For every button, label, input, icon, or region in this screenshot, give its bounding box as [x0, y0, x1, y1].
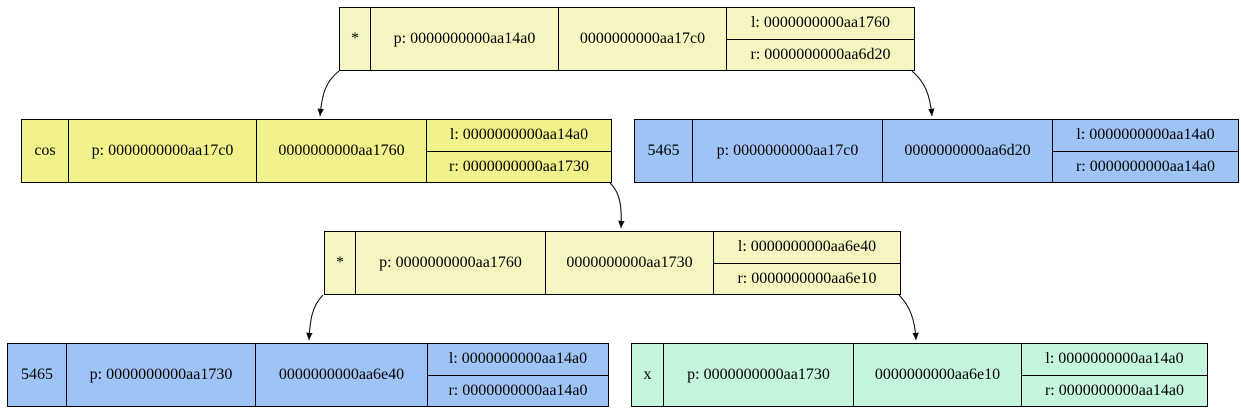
- edge-n0-n2: [911, 70, 935, 117]
- node-address: 0000000000aa17c0: [559, 8, 727, 70]
- edge-n1-n3: [609, 182, 625, 229]
- node-parent-pointer: p: 0000000000aa17c0: [693, 120, 883, 182]
- node-value: *: [325, 232, 356, 294]
- node-address: 0000000000aa6e40: [256, 344, 428, 406]
- node-left-pointer: l: 0000000000aa14a0: [428, 344, 608, 376]
- tree-node-multiply: * p: 0000000000aa1760 0000000000aa1730 l…: [324, 231, 901, 295]
- node-value: *: [340, 8, 371, 70]
- node-address: 0000000000aa1760: [257, 120, 427, 182]
- node-parent-pointer: p: 0000000000aa1760: [356, 232, 546, 294]
- node-right-pointer: r: 0000000000aa14a0: [1075, 157, 1216, 175]
- node-right-pointer: r: 0000000000aa6e10: [737, 269, 877, 287]
- node-left-pointer: l: 0000000000aa6e40: [714, 232, 900, 264]
- tree-node-number: 5465 p: 0000000000aa1730 0000000000aa6e4…: [7, 343, 609, 407]
- node-right-pointer: r: 0000000000aa6d20: [750, 45, 891, 63]
- node-parent-pointer: p: 0000000000aa17c0: [69, 120, 257, 182]
- edge-n0-n1: [317, 70, 340, 117]
- node-right-pointer: r: 0000000000aa14a0: [1044, 381, 1185, 399]
- node-value: x: [632, 344, 664, 406]
- tree-node-cos: cos p: 0000000000aa17c0 0000000000aa1760…: [21, 119, 612, 183]
- node-address: 0000000000aa6d20: [883, 120, 1053, 182]
- tree-node-root-multiply: * p: 0000000000aa14a0 0000000000aa17c0 l…: [339, 7, 915, 71]
- node-value: 5465: [635, 120, 693, 182]
- node-right-pointer: r: 0000000000aa1730: [449, 157, 589, 175]
- node-parent-pointer: p: 0000000000aa14a0: [371, 8, 559, 70]
- node-parent-pointer: p: 0000000000aa1730: [67, 344, 256, 406]
- edge-n3-n4: [306, 294, 324, 341]
- node-left-pointer: l: 0000000000aa14a0: [427, 120, 611, 152]
- node-parent-pointer: p: 0000000000aa1730: [664, 344, 854, 406]
- tree-node-number: 5465 p: 0000000000aa17c0 0000000000aa6d2…: [634, 119, 1239, 183]
- edge-n3-n5: [898, 294, 919, 341]
- node-value: 5465: [8, 344, 67, 406]
- node-value: cos: [22, 120, 69, 182]
- node-address: 0000000000aa1730: [546, 232, 714, 294]
- node-right-pointer: r: 0000000000aa14a0: [448, 381, 588, 399]
- node-left-pointer: l: 0000000000aa14a0: [1053, 120, 1238, 152]
- node-left-pointer: l: 0000000000aa1760: [727, 8, 914, 40]
- node-left-pointer: l: 0000000000aa14a0: [1022, 344, 1207, 376]
- tree-node-variable: x p: 0000000000aa1730 0000000000aa6e10 l…: [631, 343, 1208, 407]
- node-address: 0000000000aa6e10: [854, 344, 1022, 406]
